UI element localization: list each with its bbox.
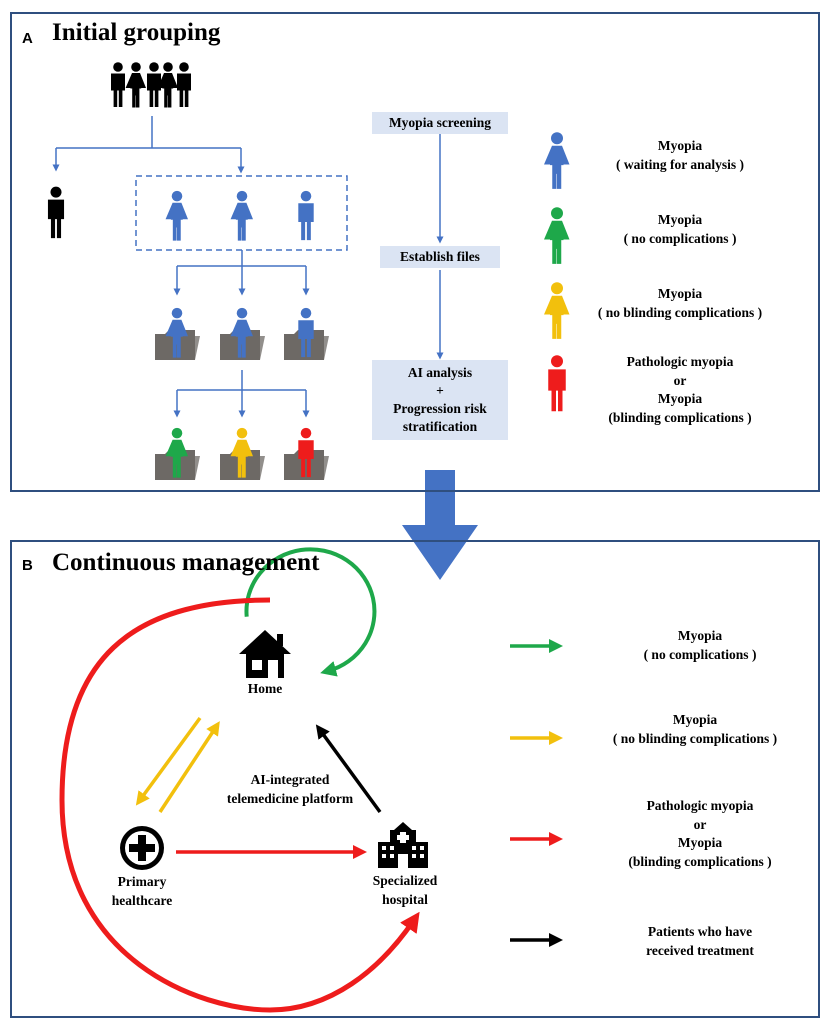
legend-line: ( waiting for analysis ) (615, 156, 744, 172)
legend-b-item-green: Myopia ( no complications ) (580, 627, 820, 664)
panel-b-frame (10, 540, 820, 1018)
candidate-group-dashed-box (135, 175, 348, 251)
legend-b-item-yellow: Myopia ( no blinding complications ) (570, 711, 820, 748)
step-label: Establish files (400, 249, 480, 265)
step-myopia-screening: Myopia screening (372, 112, 508, 134)
legend-line: (blinding complications ) (608, 409, 752, 425)
yellow-arrow-up (158, 721, 220, 813)
legend-line: Myopia (657, 138, 703, 153)
legend-line: or (693, 816, 707, 832)
tree-connectors (52, 116, 310, 418)
yellow-arrow-down (135, 716, 202, 806)
legend-line: Patients who have (647, 924, 753, 939)
legend-b-item-black: Patients who have received treatment (580, 923, 820, 960)
legend-line: Myopia (657, 391, 703, 407)
legend-line: (blinding complications ) (628, 853, 772, 869)
step-ai-analysis: AI analysis + Progression risk stratific… (372, 360, 508, 440)
legend-line: ( no blinding complications ) (612, 730, 778, 746)
panel-b-title: Continuous management (52, 549, 320, 576)
legend-line: Myopia (657, 212, 703, 227)
legend-line: Myopia (657, 286, 703, 301)
legend-a-item-red: Pathologic myopia or Myopia (blinding co… (570, 353, 790, 428)
step-establish-files: Establish files (380, 246, 500, 268)
hospital-icon (378, 822, 428, 868)
step-line: AI analysis (407, 365, 473, 381)
node-line: Specialized (372, 873, 438, 888)
platform-line: telemedicine platform (226, 790, 354, 806)
step-line: stratification (402, 418, 478, 434)
node-line: Primary (117, 874, 167, 889)
panel-a-title: Initial grouping (52, 19, 221, 46)
legend-line: Myopia (677, 835, 723, 851)
black-arrow-to-home (315, 724, 382, 814)
primary-healthcare-label: Primary healthcare (92, 873, 192, 910)
panel-a-letter: A (22, 30, 33, 47)
step-line: Progression risk (393, 401, 487, 416)
panel-a-frame (10, 12, 820, 492)
legend-line: ( no complications ) (623, 230, 737, 246)
node-line: healthcare (111, 892, 173, 908)
step-line: + (436, 383, 444, 399)
legend-line: received treatment (646, 942, 754, 958)
legend-line: ( no complications ) (643, 646, 757, 662)
legend-line: Pathologic myopia (646, 798, 754, 813)
legend-line: Pathologic myopia (626, 354, 734, 369)
big-red-loop-arrow (59, 597, 420, 1013)
legend-line: Myopia (672, 712, 718, 727)
legend-a-item-green: Myopia ( no complications ) (580, 211, 780, 248)
legend-line: or (673, 372, 687, 388)
legend-line: Myopia (677, 628, 723, 643)
node-line: hospital (382, 891, 428, 907)
panel-b-letter: B (22, 557, 33, 574)
legend-line: ( no blinding complications ) (597, 304, 763, 320)
home-label: Home (247, 681, 283, 696)
step-label: Myopia screening (388, 115, 492, 131)
platform-line: AI-integrated (250, 772, 330, 787)
legend-b-arrows (510, 639, 563, 947)
specialized-hospital-label: Specialized hospital (355, 872, 455, 909)
legend-a-item-yellow: Myopia ( no blinding complications ) (560, 285, 800, 322)
transition-arrow (402, 470, 478, 580)
legend-a-item-blue: Myopia ( waiting for analysis ) (580, 137, 780, 174)
house-icon (239, 630, 291, 678)
medical-cross-icon (120, 826, 164, 870)
legend-b-item-red: Pathologic myopia or Myopia (blinding co… (580, 797, 820, 872)
home-cycle-arrow (244, 547, 377, 677)
platform-label: AI-integrated telemedicine platform (200, 771, 380, 808)
